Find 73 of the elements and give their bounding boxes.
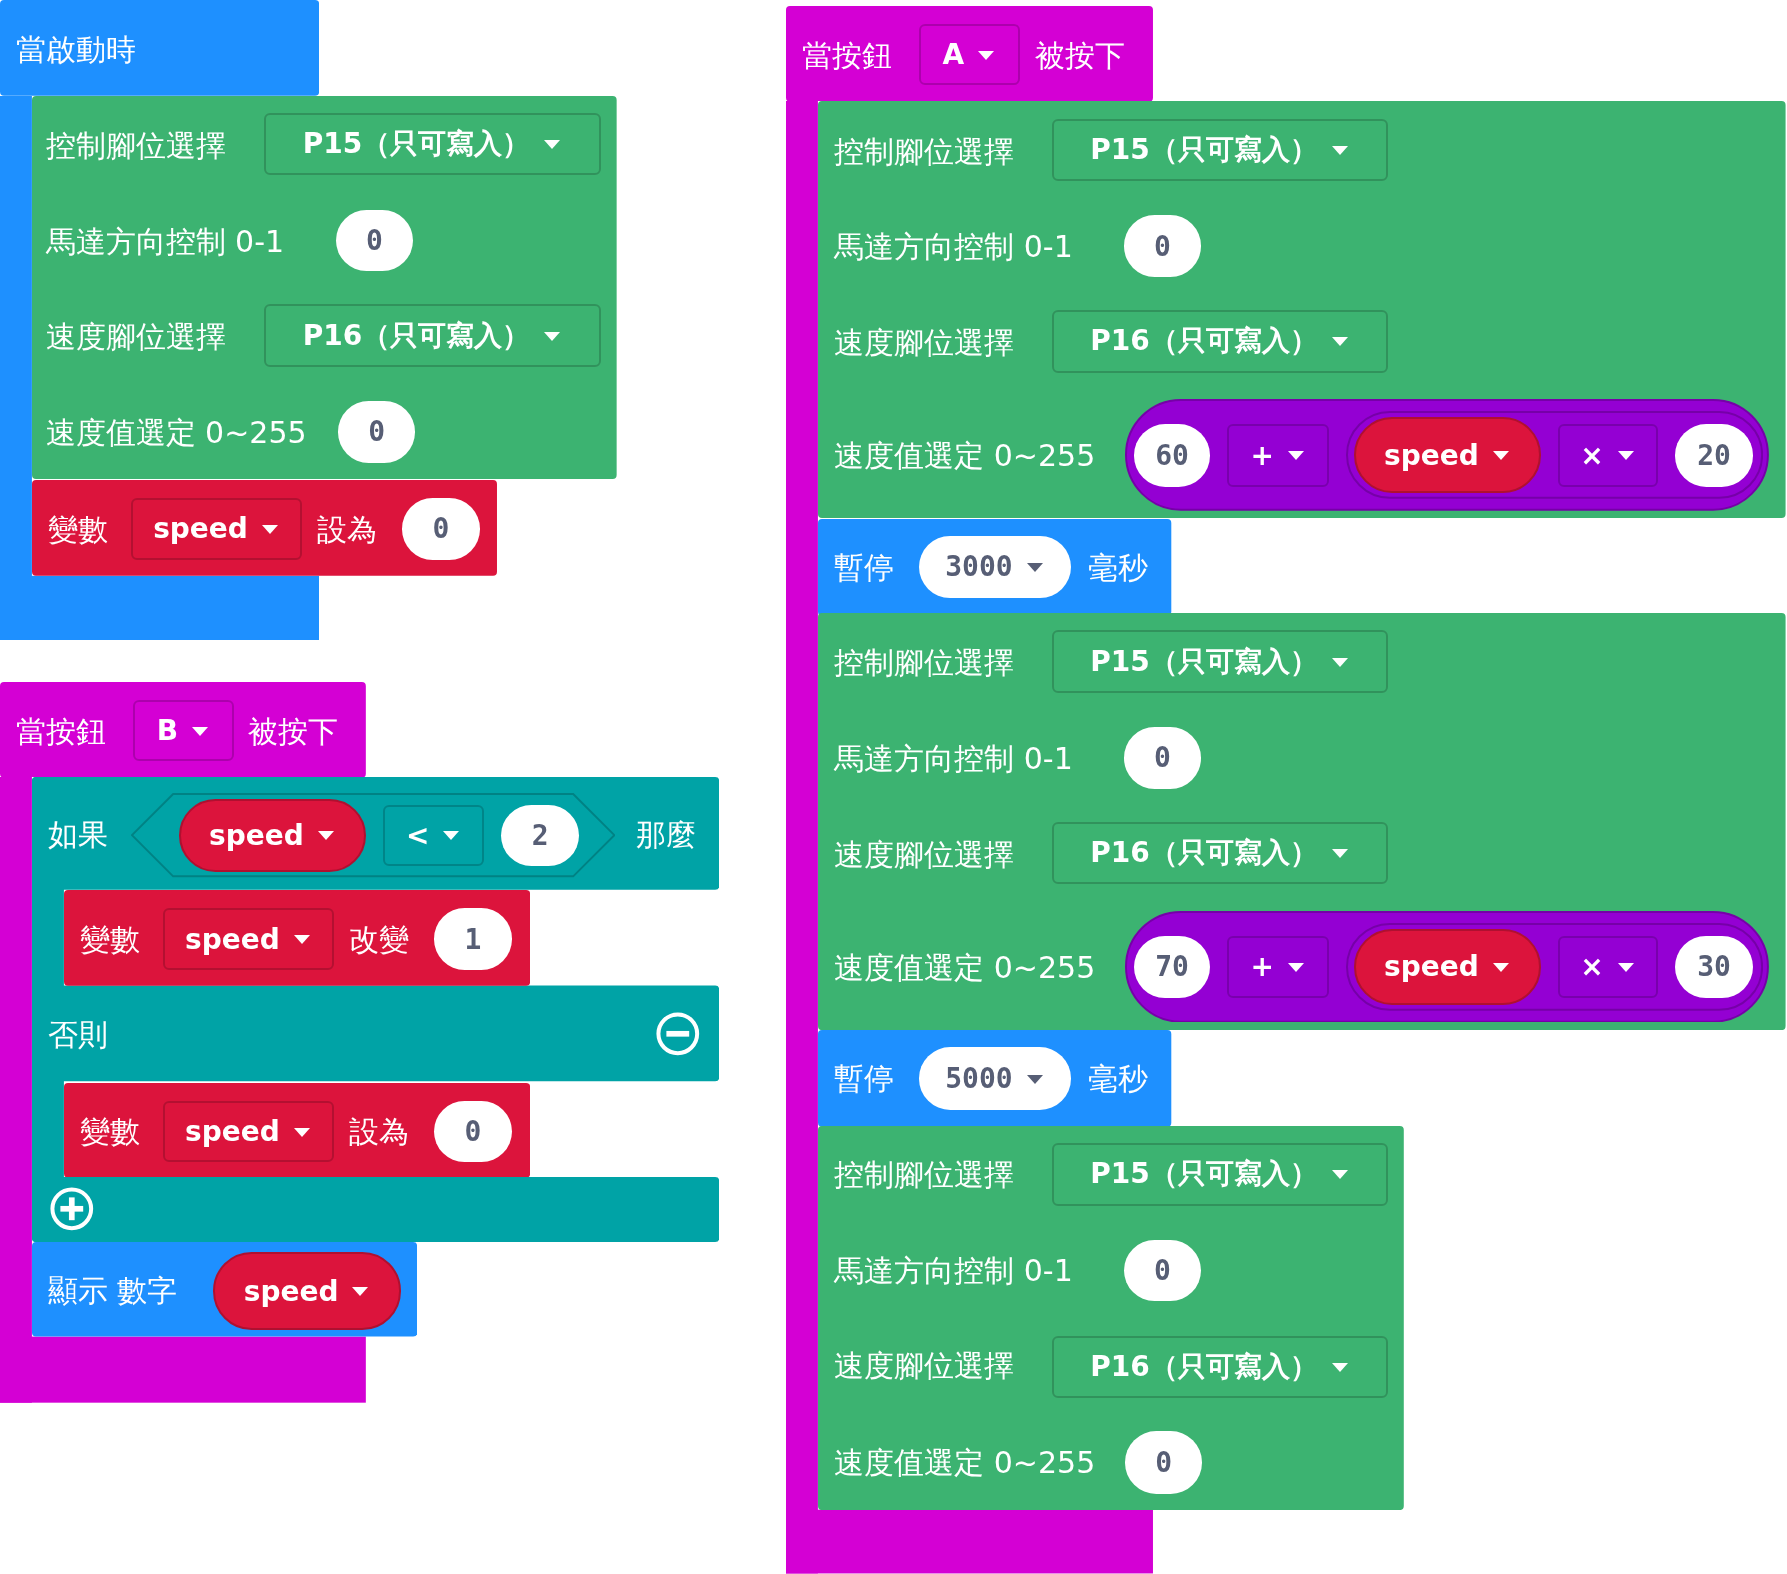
block-label: 變數	[79, 920, 140, 959]
block-label: 被按下	[1034, 36, 1125, 75]
show-number-block	[31, 1242, 418, 1337]
set-variable-block	[31, 479, 497, 576]
motor-block	[818, 613, 1786, 1031]
comparison-block	[131, 793, 616, 878]
if-else-block	[31, 777, 720, 1243]
block-label: 當按鈕	[15, 712, 106, 751]
block-label: 控制腳位選擇	[834, 132, 1015, 171]
change-variable-block	[63, 890, 530, 986]
variable-reporter: speed	[1353, 417, 1541, 494]
block-label: 設為	[316, 510, 377, 549]
block-label: 控制腳位選擇	[834, 1155, 1015, 1194]
block-label: 變數	[47, 510, 108, 549]
pin-dropdown: P15（只可寫入）	[1051, 118, 1389, 182]
block-label: 如果	[47, 815, 108, 854]
button-dropdown: A	[918, 23, 1020, 86]
block-label: 速度腳位選擇	[45, 317, 226, 356]
motor-block	[31, 95, 617, 479]
variable-dropdown: speed	[162, 1100, 334, 1163]
motor-block	[818, 101, 1786, 519]
block-label: 暫停	[834, 548, 895, 587]
block-label: 當按鈕	[802, 36, 893, 75]
block-label: 速度值選定 0~255	[45, 413, 307, 452]
block-label: 暫停	[834, 1059, 895, 1098]
block-label: 控制腳位選擇	[45, 126, 226, 165]
block-label: 改變	[348, 920, 409, 959]
pause-block	[818, 1030, 1172, 1128]
block-label: 被按下	[248, 712, 339, 751]
motor-block	[818, 1126, 1405, 1511]
block-label: 毫秒	[1088, 1059, 1149, 1098]
block-label: 控制腳位選擇	[834, 643, 1015, 682]
operator-dropdown: <	[382, 804, 485, 867]
block-label: 顯示 數字	[47, 1271, 178, 1310]
block-label: 設為	[348, 1112, 409, 1151]
pin-dropdown: P15（只可寫入）	[1051, 630, 1389, 693]
event-block	[0, 0, 320, 96]
block-label: 馬達方向控制 0-1	[834, 739, 1073, 778]
variable-reporter: speed	[213, 1252, 402, 1330]
operator-dropdown: +	[1227, 935, 1329, 999]
operator-dropdown: +	[1227, 423, 1329, 487]
block-label: 馬達方向控制 0-1	[834, 1251, 1073, 1290]
block-label: 速度值選定 0~255	[834, 1443, 1096, 1482]
pin-dropdown: P16（只可寫入）	[1051, 309, 1389, 373]
pin-dropdown: P16（只可寫入）	[1051, 1335, 1389, 1399]
block-label: 速度值選定 0~255	[834, 948, 1096, 987]
block-label: 那麼	[635, 815, 696, 854]
block-label: 馬達方向控制 0-1	[834, 227, 1073, 266]
block-label: 毫秒	[1088, 548, 1149, 587]
arithmetic-block	[1345, 411, 1764, 500]
block-label: 速度腳位選擇	[834, 835, 1015, 874]
block-label: 否則	[47, 1015, 108, 1054]
variable-dropdown: speed	[131, 498, 302, 560]
variable-dropdown: speed	[162, 908, 334, 970]
block-label: 當啟動時	[15, 30, 136, 69]
operator-dropdown: ×	[1557, 935, 1659, 999]
block-label: 速度腳位選擇	[834, 1346, 1015, 1385]
pin-dropdown: P16（只可寫入）	[1051, 821, 1389, 885]
duration-dropdown: 5000	[918, 1047, 1072, 1110]
block-label: 速度腳位選擇	[834, 323, 1015, 362]
pin-dropdown: P15（只可寫入）	[1051, 1143, 1389, 1206]
block-label: 速度值選定 0~255	[834, 436, 1096, 475]
set-variable-block	[63, 1082, 530, 1178]
event-block	[786, 5, 1154, 102]
event-block	[0, 681, 366, 778]
pause-block	[818, 518, 1172, 616]
pin-dropdown: P15（只可寫入）	[264, 112, 601, 176]
button-dropdown: B	[133, 699, 234, 762]
pin-dropdown: P16（只可寫入）	[264, 304, 601, 367]
operator-dropdown: ×	[1557, 423, 1659, 487]
block-label: 馬達方向控制 0-1	[45, 222, 285, 261]
arithmetic-block	[1345, 923, 1764, 1011]
block-label: 變數	[79, 1112, 140, 1151]
